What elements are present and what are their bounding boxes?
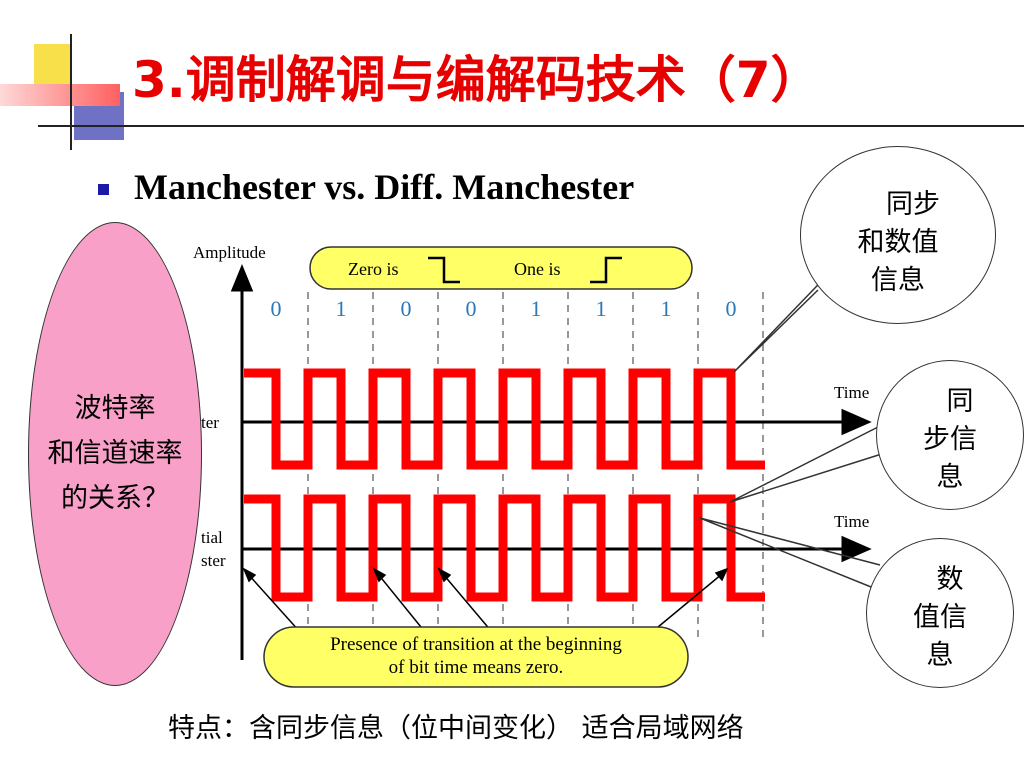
baud-rate-bubble xyxy=(28,222,202,686)
row-label-manchester: ter xyxy=(201,413,219,432)
note-callout xyxy=(263,626,689,688)
sync-value-bubble xyxy=(800,146,996,324)
value-bubble xyxy=(866,538,1014,688)
legend-callout xyxy=(309,246,693,290)
baud-rate-question: 波特率 和信道速率 的关系？ xyxy=(24,386,206,521)
bit-label: 0 xyxy=(271,296,282,321)
bit-label: 1 xyxy=(531,296,542,321)
note-arrows xyxy=(242,567,729,633)
bit-label: 0 xyxy=(726,296,737,321)
bubble-line: 步信 xyxy=(923,424,977,455)
bubble-line: 值信 xyxy=(913,602,967,633)
note-line-1: Presence of transition at the beginning xyxy=(330,634,622,655)
bubble-line: 和数值 xyxy=(857,227,939,258)
value-bubble-text: 数 值信 息 xyxy=(880,561,1000,675)
manchester-signal xyxy=(244,368,765,470)
legend-zero-label: Zero is xyxy=(348,259,398,279)
deco-vline xyxy=(70,34,72,150)
sync-value-bubble-text: 同步 和数值 信息 xyxy=(810,186,986,300)
baud-rate-line: 波特率 xyxy=(74,393,156,424)
one-symbol-icon xyxy=(590,256,622,284)
baud-rate-line: 和信道速率 xyxy=(47,438,183,469)
bullet-square-icon xyxy=(98,184,109,195)
diff-manchester-signal xyxy=(244,494,765,602)
title-divider xyxy=(38,125,1024,127)
bubble-line: 同 xyxy=(946,386,974,417)
bit-label: 0 xyxy=(401,296,412,321)
row-label-diff-1: tial xyxy=(201,528,223,547)
amplitude-label: Amplitude xyxy=(193,243,266,262)
bubble-line: 息 xyxy=(936,462,964,493)
bullet-text: Manchester vs. Diff. Manchester xyxy=(134,167,635,207)
bubble-line: 息 xyxy=(926,640,954,671)
time-label-top: Time xyxy=(834,383,869,402)
footer-summary: 特点：含同步信息（位中间变化） 适合局域网络 xyxy=(168,713,744,744)
baud-rate-line: 的关系？ xyxy=(61,483,169,514)
bubble-line: 同步 xyxy=(886,189,940,220)
bit-label: 1 xyxy=(661,296,672,321)
bit-label: 0 xyxy=(466,296,477,321)
bubble-line: 数 xyxy=(936,564,964,595)
row-label-diff-2: ster xyxy=(201,551,226,570)
deco-red-stripe xyxy=(0,84,120,106)
time-label-bottom: Time xyxy=(834,512,869,531)
legend-one-label: One is xyxy=(514,259,561,279)
sync-bubble-text: 同 步信 息 xyxy=(890,383,1010,497)
page-title: 3.调制解调与编解码技术（7） xyxy=(132,51,821,109)
sync-bubble xyxy=(876,360,1024,510)
note-line-2: of bit time means zero. xyxy=(389,657,564,678)
bubble-line: 信息 xyxy=(871,265,925,296)
bit-label: 1 xyxy=(336,296,347,321)
bit-label: 1 xyxy=(596,296,607,321)
zero-symbol-icon xyxy=(428,256,460,284)
bubble-pointers xyxy=(699,261,889,594)
